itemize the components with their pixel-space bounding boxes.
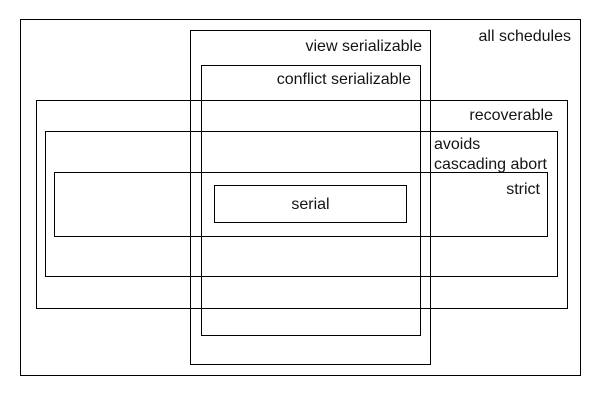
box-conflict-serializable <box>201 65 421 336</box>
label-view-serializable: view serializable <box>305 38 423 55</box>
label-avoids-cascading-abort: avoids cascading abort <box>434 135 547 175</box>
box-all-schedules <box>20 19 581 376</box>
label-conflict-serializable: conflict serializable <box>276 71 411 88</box>
label-serial: serial <box>291 196 330 213</box>
label-avoids-line-2: cascading abort <box>434 156 547 173</box>
box-view-serializable <box>190 30 431 365</box>
box-strict <box>54 172 548 237</box>
box-serial <box>214 185 407 223</box>
box-recoverable <box>36 100 568 309</box>
box-avoids-cascading-abort <box>45 131 558 277</box>
label-all-schedules: all schedules <box>478 28 572 45</box>
label-avoids-line-1: avoids <box>434 136 481 153</box>
label-strict: strict <box>506 181 540 198</box>
label-recoverable: recoverable <box>469 107 553 124</box>
